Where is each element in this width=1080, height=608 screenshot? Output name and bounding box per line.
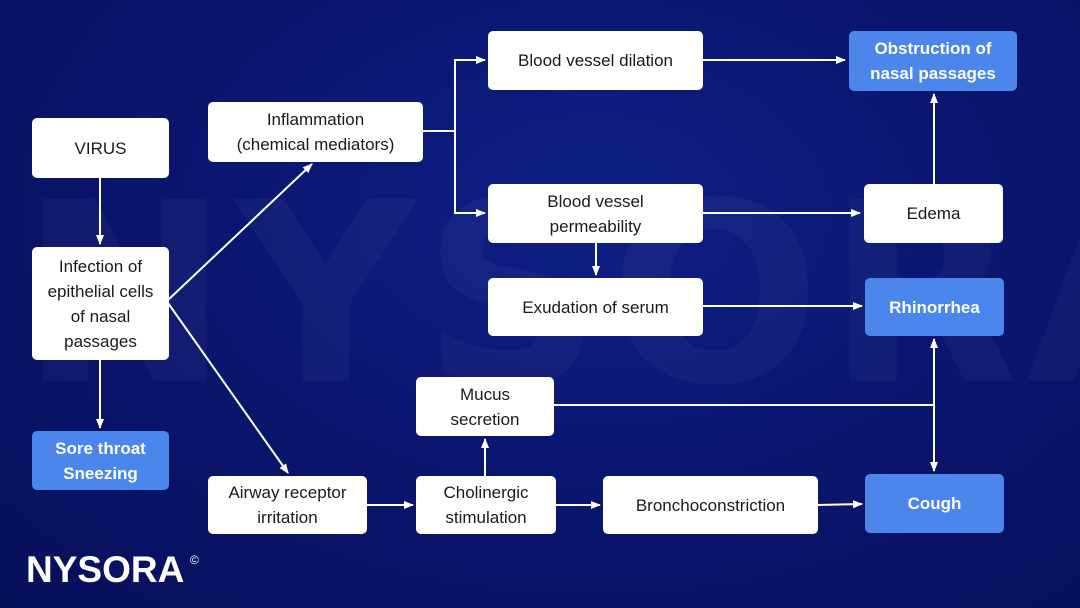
arrow-inflammation-dilation [423, 56, 486, 132]
node-virus: VIRUS [32, 118, 169, 178]
node-cholinergic-stimulation: Cholinergic stimulation [416, 476, 556, 534]
node-infection: Infection of epithelial cells of nasal p… [32, 247, 169, 360]
node-airway-receptor-irritation: Airway receptor irritation [208, 476, 367, 534]
node-exudation-of-serum: Exudation of serum [488, 278, 703, 336]
node-inflammation: Inflammation (chemical mediators) [208, 102, 423, 162]
node-mucus-secretion: Mucus secretion [416, 377, 554, 436]
copyright-mark: © [190, 553, 199, 567]
node-sore-throat-sneezing: Sore throat Sneezing [32, 431, 169, 490]
node-blood-vessel-permeability: Blood vessel permeability [488, 184, 703, 243]
node-rhinorrhea: Rhinorrhea [865, 278, 1004, 336]
node-bronchoconstriction: Bronchoconstriction [603, 476, 818, 534]
arrow-broncho-cough [817, 500, 863, 509]
arrow-inflammation-permeability [454, 131, 486, 217]
node-obstruction-nasal-passages: Obstruction of nasal passages [849, 31, 1017, 91]
node-edema: Edema [864, 184, 1003, 243]
node-blood-vessel-dilation: Blood vessel dilation [488, 31, 703, 90]
arrow-infection-inflammation [167, 163, 313, 301]
nysora-logo: NYSORA [26, 549, 185, 590]
node-cough: Cough [865, 474, 1004, 533]
arrow-infection-airway [167, 302, 289, 474]
